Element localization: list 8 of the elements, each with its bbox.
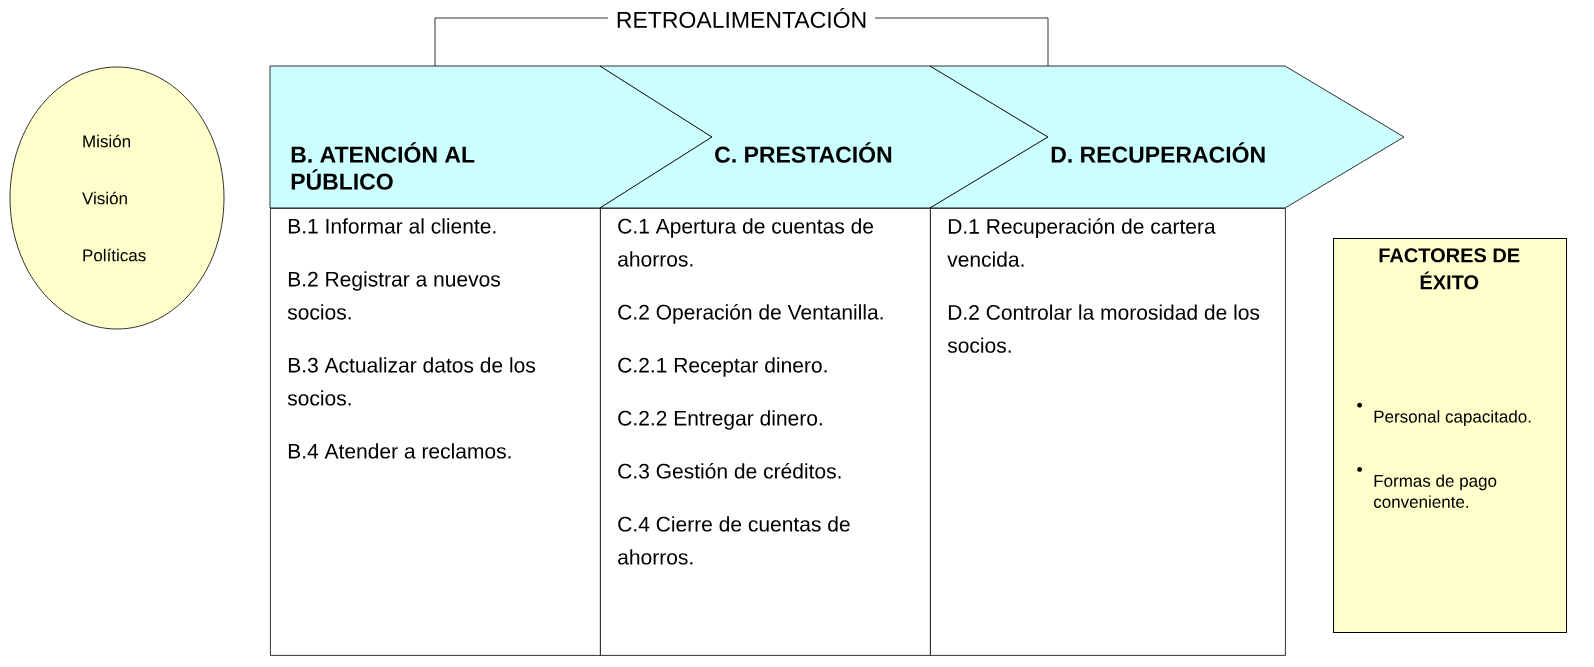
activity-column: D.1 Recuperación de cartera vencida. D.2 Controlar la morosidad de los socios. — [930, 208, 1286, 656]
process-banner: B. ATENCIÓN AL PÚBLICO — [269, 65, 713, 209]
activity-column: B.1 Informar al cliente. B.2 Registrar a nuevos socios. B.3 Actualizar datos de los socios. B.4 Atender a reclamos. — [270, 208, 601, 656]
process-banner: D. RECUPERACIÓN — [929, 65, 1405, 209]
activity-column: C.1 Apertura de cuentas de ahorros. C.2 Operación de Ventanilla. C.2.1 Receptar dinero. C.2.2 Entregar dinero. C.3 Gestión de créditos. C.4 Cierre de cuentas de ahorros. — [600, 208, 931, 656]
process-banner: C. PRESTACIÓN — [599, 65, 1049, 209]
edge-label: RETROALIMENTACIÓN — [617, 7, 866, 29]
factors-box: FACTORES DE ÉXITO Personal capacitado. Formas de pago conveniente. — [1333, 238, 1567, 633]
